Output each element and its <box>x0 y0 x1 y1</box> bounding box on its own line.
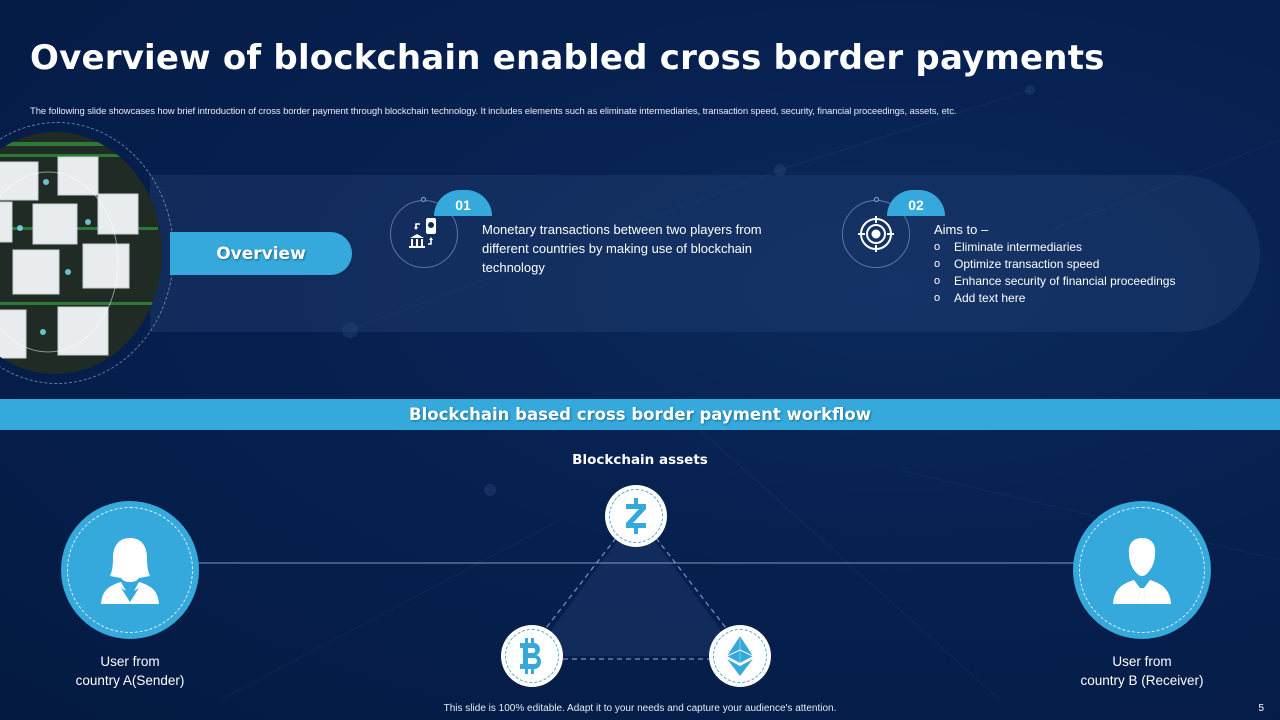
coin-dashed-ring <box>713 629 767 683</box>
zcash-coin <box>605 485 667 547</box>
sender-avatar <box>61 501 199 639</box>
blockchain-assets-label: Blockchain assets <box>572 452 708 468</box>
coin-dashed-ring <box>609 489 663 543</box>
bullet-glyph: o <box>934 258 941 270</box>
item-02-ring-dot <box>874 197 879 202</box>
bullet-glyph: o <box>934 241 941 253</box>
receiver-avatar <box>1073 501 1211 639</box>
bank-mobile-transfer-icon <box>409 218 436 248</box>
coin-dashed-ring <box>505 629 559 683</box>
overview-button[interactable]: Overview <box>170 232 352 275</box>
page-subtitle: The following slide showcases how brief … <box>30 106 957 117</box>
ethereum-coin <box>709 625 771 687</box>
blockchain-cubes-photo <box>0 132 162 374</box>
bullet-glyph: o <box>934 292 941 304</box>
item-02-number-badge: 02 <box>887 190 945 216</box>
workflow-title-band: Blockchain based cross border payment wo… <box>0 399 1280 430</box>
footer-note: This slide is 100% editable. Adapt it to… <box>443 703 837 714</box>
page-title: Overview of blockchain enabled cross bor… <box>30 38 1105 78</box>
target-icon <box>858 216 894 252</box>
bitcoin-coin <box>501 625 563 687</box>
page-number: 5 <box>1258 703 1264 714</box>
receiver-label: User from country B (Receiver) <box>1080 654 1204 688</box>
sender-label: User from country A(Sender) <box>75 654 185 688</box>
item-01-description: Monetary transactions between two player… <box>482 222 762 275</box>
item-02-heading: Aims to – <box>934 222 989 237</box>
avatar-dashed-ring <box>67 507 193 633</box>
avatar-dashed-ring <box>1079 507 1205 633</box>
item-01-ring-dot <box>421 197 426 202</box>
bullet-glyph: o <box>934 275 941 287</box>
